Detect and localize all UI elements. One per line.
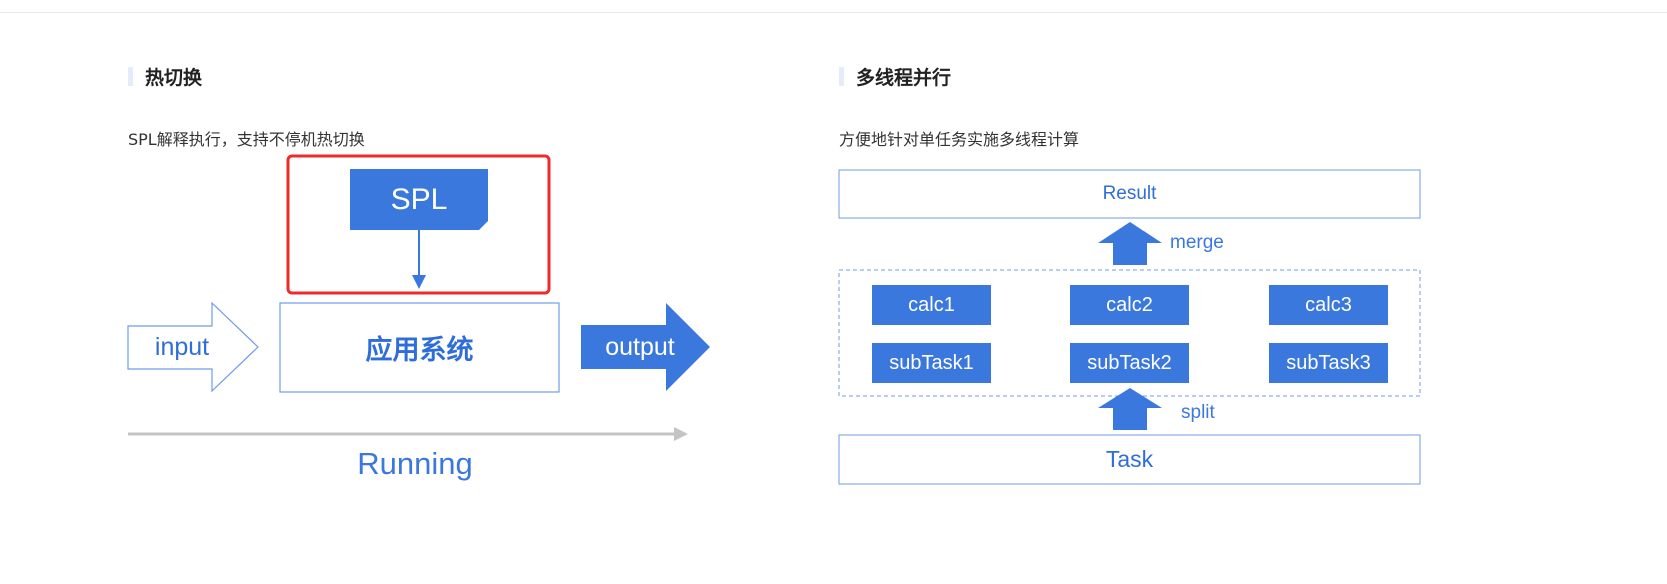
multithread-heading: 多线程并行 xyxy=(839,65,952,89)
split-arrow-shape xyxy=(1098,388,1162,430)
heading-accent-bar xyxy=(128,66,133,86)
running-label: Running xyxy=(357,446,473,481)
task-label: Task xyxy=(1105,446,1154,472)
result-box-shape xyxy=(838,169,1421,219)
system-box-shape xyxy=(279,302,560,393)
result-label: Result xyxy=(1102,183,1157,204)
multithread-description: 方便地针对单任务实施多线程计算 xyxy=(839,130,1080,149)
running-arrow-head xyxy=(674,427,688,441)
multithread-title: 多线程并行 xyxy=(856,66,952,89)
input-label: input xyxy=(154,333,210,361)
spl-box-shape xyxy=(350,169,488,230)
output-label: output xyxy=(605,332,675,361)
merge-arrow-shape xyxy=(1098,222,1162,265)
split-label: split xyxy=(1181,402,1215,423)
task-box-shape xyxy=(838,434,1421,485)
input-arrow-shape xyxy=(127,301,259,393)
hot-swap-heading: 热切换 xyxy=(128,65,203,89)
subtask2-box: subTask2 xyxy=(1070,343,1189,383)
heading-accent-bar xyxy=(839,66,844,86)
hot-swap-title: 热切换 xyxy=(145,66,203,89)
calc2-box: calc2 xyxy=(1070,285,1189,325)
system-label: 应用系统 xyxy=(365,335,474,366)
output-arrow-shape xyxy=(581,303,710,391)
top-divider xyxy=(0,12,1667,13)
spl-down-arrow-head xyxy=(412,275,426,289)
merge-label: merge xyxy=(1170,232,1224,253)
red-highlight-frame xyxy=(286,154,551,295)
subtask3-box: subTask3 xyxy=(1269,343,1388,383)
subtask1-box: subTask1 xyxy=(872,343,991,383)
calc1-box: calc1 xyxy=(872,285,991,325)
calc3-box: calc3 xyxy=(1269,285,1388,325)
spl-label: SPL xyxy=(390,182,448,216)
hot-swap-description: SPL解释执行，支持不停机热切换 xyxy=(128,130,365,149)
